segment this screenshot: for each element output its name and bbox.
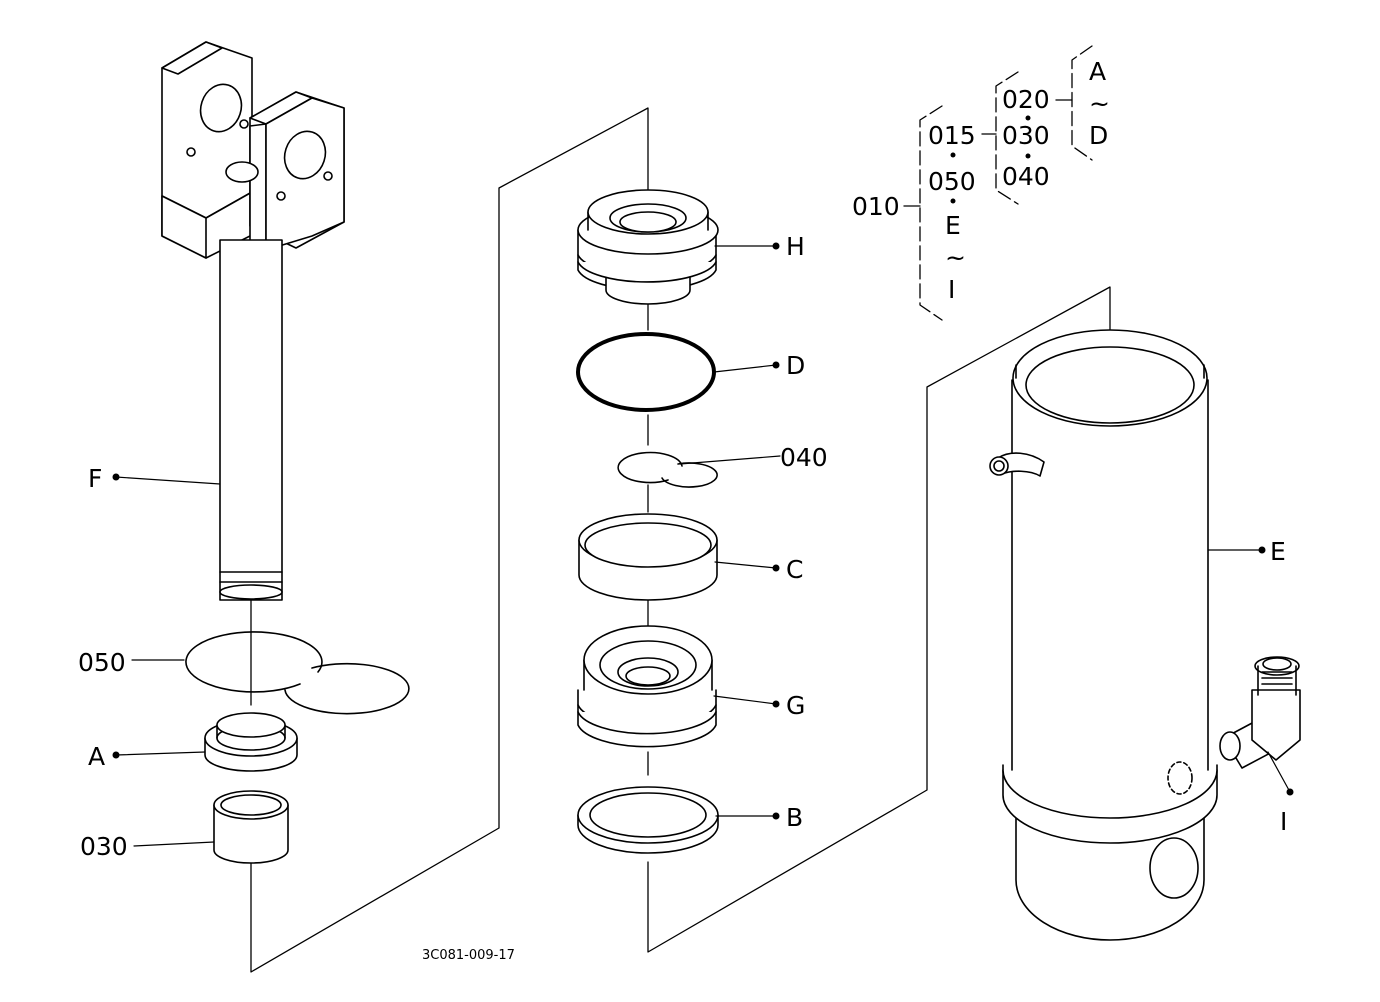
- snap-ring-050: [185, 631, 410, 715]
- part-b-ring: [577, 786, 719, 854]
- tree-a: A: [1089, 57, 1106, 86]
- callout-040: 040: [780, 443, 828, 472]
- callout-f: F: [88, 464, 102, 493]
- callout-a: A: [88, 742, 105, 771]
- leader-dots: [112, 242, 1294, 820]
- part-c-ring: [578, 513, 718, 601]
- callout-c: C: [786, 555, 803, 584]
- part-e-cylinder-tube: [989, 329, 1301, 941]
- callout-h: H: [786, 232, 805, 261]
- callout-g: G: [786, 691, 805, 720]
- part-h-gland: [577, 189, 719, 305]
- callout-b: B: [786, 803, 803, 832]
- tree-e: E: [945, 211, 961, 240]
- tree-050: 050: [928, 167, 976, 196]
- rod-clevis: [161, 41, 345, 259]
- tree-030: 030: [1002, 121, 1050, 150]
- piston-rod: [219, 239, 283, 601]
- callout-e: E: [1270, 537, 1286, 566]
- callout-050: 050: [78, 648, 126, 677]
- tree-015: 015: [928, 121, 976, 150]
- bush-030: [213, 790, 289, 864]
- callout-d: D: [786, 351, 805, 380]
- callout-030: 030: [80, 832, 128, 861]
- tree-e-tilde: ~: [945, 243, 966, 272]
- part-g-piston: [577, 625, 717, 748]
- part-a-ring: [204, 712, 298, 772]
- snap-ring-040: [617, 451, 718, 488]
- drawing-number: 3C081-009-17: [422, 948, 515, 963]
- part-d-o-ring: [576, 332, 716, 412]
- tree-root-010: 010: [852, 192, 900, 221]
- leader-lines: [115, 245, 1291, 847]
- tree-d: D: [1089, 121, 1108, 150]
- tree-040: 040: [1002, 162, 1050, 191]
- part-hierarchy-tree: 010 015 050 E ~ I 020 030 040 A ~ D: [852, 45, 1110, 321]
- callout-i: I: [1280, 807, 1287, 836]
- tree-a-tilde: ~: [1089, 89, 1110, 118]
- tree-i: I: [948, 275, 955, 304]
- tree-020: 020: [1002, 85, 1050, 114]
